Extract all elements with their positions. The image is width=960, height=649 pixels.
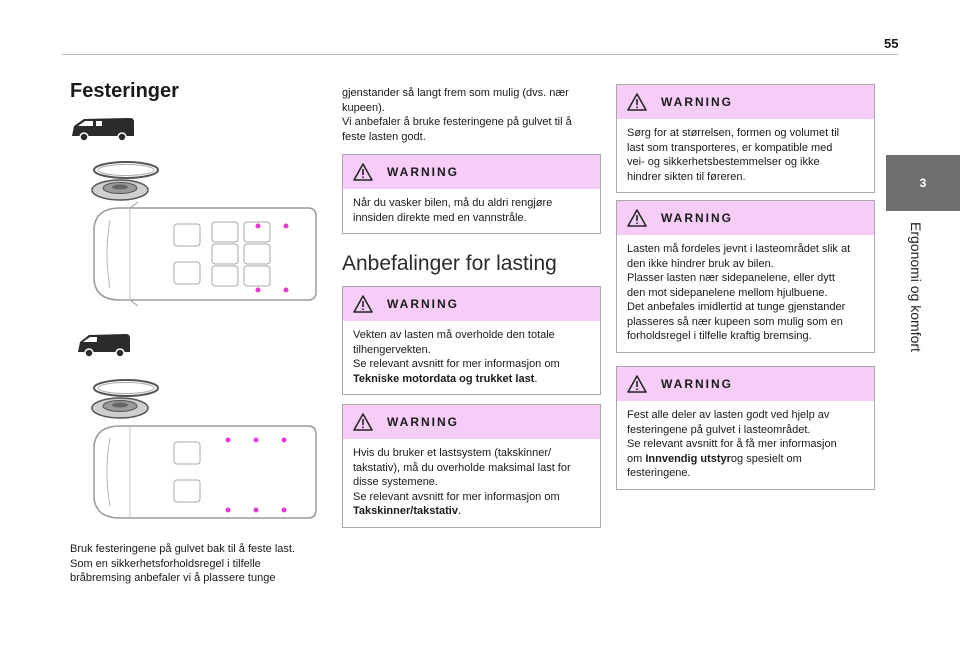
warning-title: WARNING <box>387 415 459 429</box>
warning-title: WARNING <box>387 165 459 179</box>
warning-box-6: WARNING Fest alle deler av lasten godt v… <box>616 366 875 490</box>
warning-triangle-icon <box>627 375 647 393</box>
warning-box-1: WARNING Når du vasker bilen, må du aldri… <box>342 154 601 234</box>
warning-title: WARNING <box>661 95 733 109</box>
warning-title: WARNING <box>661 211 733 225</box>
van-top-view-long <box>93 201 317 307</box>
warning-text: Når du vasker bilen, må du aldri rengjør… <box>353 197 553 224</box>
chapter-title: Ergonomi og komfort <box>908 222 924 352</box>
cross-reference[interactable]: Tekniske motordata og trukket last <box>353 372 535 385</box>
warning-triangle-icon <box>353 295 373 313</box>
warning-box-2: WARNING Vekten av lasten må overholde de… <box>342 286 601 395</box>
section-title: Festeringer <box>70 80 179 102</box>
warning-text: Fest alle deler av lasten godt ved hjelp… <box>627 409 837 479</box>
warning-triangle-icon <box>353 163 373 181</box>
column-1: Festeringer <box>70 80 320 103</box>
van-long-icon <box>72 118 134 142</box>
warning-text: Lasten må fordeles jevnt i lasteområdet … <box>627 243 851 342</box>
warning-title: WARNING <box>387 297 459 311</box>
warning-text: Sørg for at størrelsen, formen og volume… <box>627 127 840 183</box>
van-short-icon <box>78 334 130 358</box>
section-heading: Anbefalinger for lasting <box>342 252 557 275</box>
tie-down-ring-icon <box>91 379 159 419</box>
warning-triangle-icon <box>353 413 373 431</box>
warning-box-4: WARNING Sørg for at størrelsen, formen o… <box>616 84 875 193</box>
col2-intro-text: gjenstander så langt frem som mulig (dvs… <box>342 87 572 143</box>
warning-text: Vekten av lasten må overholde den totale… <box>353 329 560 385</box>
warning-triangle-icon <box>627 93 647 111</box>
chapter-tab[interactable]: 3 <box>886 155 960 211</box>
tie-down-ring-icon <box>91 161 159 201</box>
page-number: 55 <box>884 36 899 51</box>
cross-reference[interactable]: Takskinner/takstativ <box>353 505 458 517</box>
warning-triangle-icon <box>627 209 647 227</box>
warning-box-5: WARNING Lasten må fordeles jevnt i laste… <box>616 200 875 353</box>
van-top-view-short <box>93 425 317 519</box>
warning-text: Hvis du bruker et lastsystem (takskinner… <box>353 447 571 517</box>
warning-box-3: WARNING Hvis du bruker et lastsystem (ta… <box>342 404 601 528</box>
header-rule <box>62 54 898 55</box>
warning-title: WARNING <box>661 377 733 391</box>
col1-body-text: Bruk festeringene på gulvet bak til å fe… <box>70 543 296 584</box>
cross-reference[interactable]: Innvendig utstyr <box>645 452 731 465</box>
